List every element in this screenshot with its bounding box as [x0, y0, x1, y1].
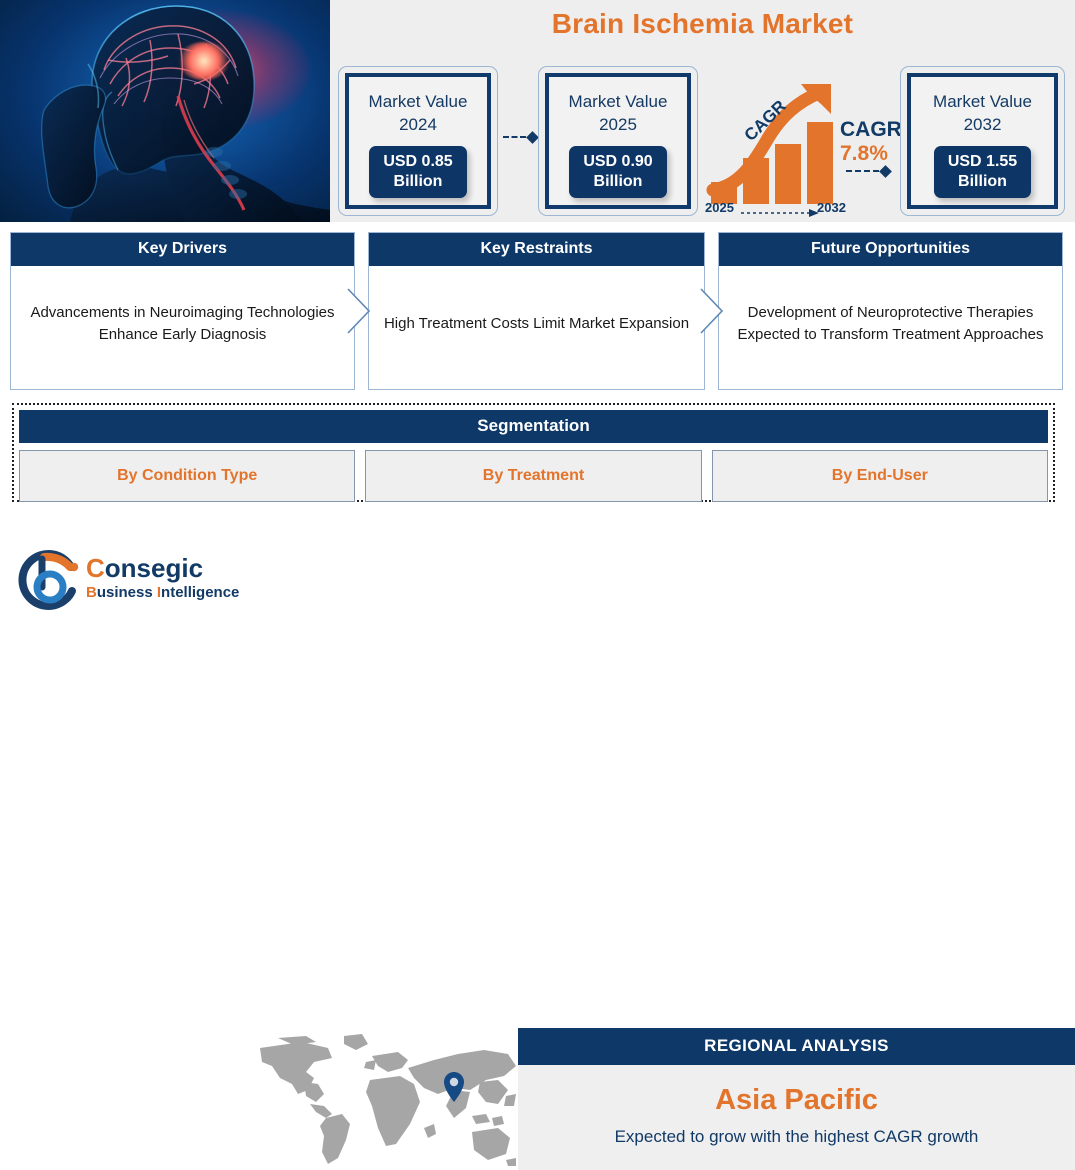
bottom-band: Consegic Business Intelligence — [0, 510, 1075, 1170]
panel-header: Future Opportunities — [719, 233, 1062, 266]
region-subtitle: Expected to grow with the highest CAGR g… — [614, 1127, 979, 1146]
regional-analysis-card: REGIONAL ANALYSIS Asia Pacific Expected … — [518, 1028, 1075, 1170]
cagr-start-year: 2025 — [705, 200, 734, 215]
connector-cagr-2032 — [846, 164, 892, 178]
market-value-amount: USD 0.85 — [383, 153, 453, 170]
panel-body: Advancements in Neuroimaging Technologie… — [30, 303, 335, 343]
logo-name: Consegic — [86, 553, 204, 583]
market-value-label: Market Value — [568, 92, 668, 111]
segmentation-section: Segmentation By Condition Type By Treatm… — [12, 403, 1055, 502]
panel-body: Development of Neuroprotective Therapies… — [737, 303, 1044, 343]
cagr-growth-chart: CAGR 2025 2032 — [705, 78, 846, 218]
consegic-logo-mark-icon — [18, 550, 79, 610]
head-illustration-svg — [41, 5, 330, 222]
chevron-right-icon-1 — [347, 288, 371, 334]
cagr-value: 7.8% — [840, 142, 888, 165]
market-value-card-2024: Market Value 2024 USD 0.85 Billion — [338, 66, 498, 216]
market-value-amount: USD 0.90 — [583, 153, 653, 170]
panel-key-restraints: Key Restraints High Treatment Costs Limi… — [368, 232, 705, 390]
panel-header: Key Restraints — [369, 233, 704, 266]
market-value-unit: Billion — [958, 173, 1007, 190]
market-value-year: 2025 — [599, 115, 637, 134]
page-title: Brain Ischemia Market — [551, 8, 854, 39]
cagr-label: CAGR — [840, 118, 902, 141]
ischemia-hotspot — [178, 42, 230, 80]
market-value-year: 2032 — [963, 115, 1002, 134]
hero-image — [0, 0, 330, 222]
market-value-unit: Billion — [593, 173, 643, 190]
market-value-card-2025: Market Value 2025 USD 0.90 Billion — [538, 66, 698, 216]
market-value-label: Market Value — [368, 92, 468, 111]
segment-by-treatment[interactable]: By Treatment — [365, 450, 702, 502]
company-logo: Consegic Business Intelligence — [14, 545, 246, 617]
panel-header: Key Drivers — [11, 233, 354, 266]
segmentation-header: Segmentation — [19, 410, 1048, 443]
cagr-value-block: CAGR 7.8% — [840, 118, 902, 166]
panel-key-drivers: Key Drivers Advancements in Neuroimaging… — [10, 232, 355, 390]
insight-panels: Key Drivers Advancements in Neuroimaging… — [0, 222, 1075, 395]
market-value-amount: USD 1.55 — [947, 153, 1018, 170]
region-name: Asia Pacific — [715, 1084, 878, 1116]
regional-analysis-header: REGIONAL ANALYSIS — [518, 1028, 1075, 1065]
market-value-card-2032: Market Value 2032 USD 1.55 Billion — [900, 66, 1065, 216]
segment-by-condition-type[interactable]: By Condition Type — [19, 450, 356, 502]
top-band: Brain Ischemia Market Market Value 2024 … — [0, 0, 1075, 222]
market-value-label: Market Value — [933, 92, 1032, 111]
world-map — [260, 1034, 516, 1166]
chevron-right-icon-2 — [700, 288, 724, 334]
segment-by-end-user[interactable]: By End-User — [711, 450, 1048, 502]
panel-future-opportunities: Future Opportunities Development of Neur… — [718, 232, 1063, 390]
connector-2024-2025 — [503, 130, 539, 144]
market-value-year: 2024 — [399, 115, 437, 134]
market-value-unit: Billion — [393, 173, 443, 190]
segmentation-row: By Condition Type By Treatment By End-Us… — [19, 450, 1048, 502]
logo-tagline: Business Intelligence — [86, 584, 240, 601]
cagr-end-year: 2032 — [817, 200, 846, 215]
panel-body: High Treatment Costs Limit Market Expans… — [383, 314, 690, 332]
